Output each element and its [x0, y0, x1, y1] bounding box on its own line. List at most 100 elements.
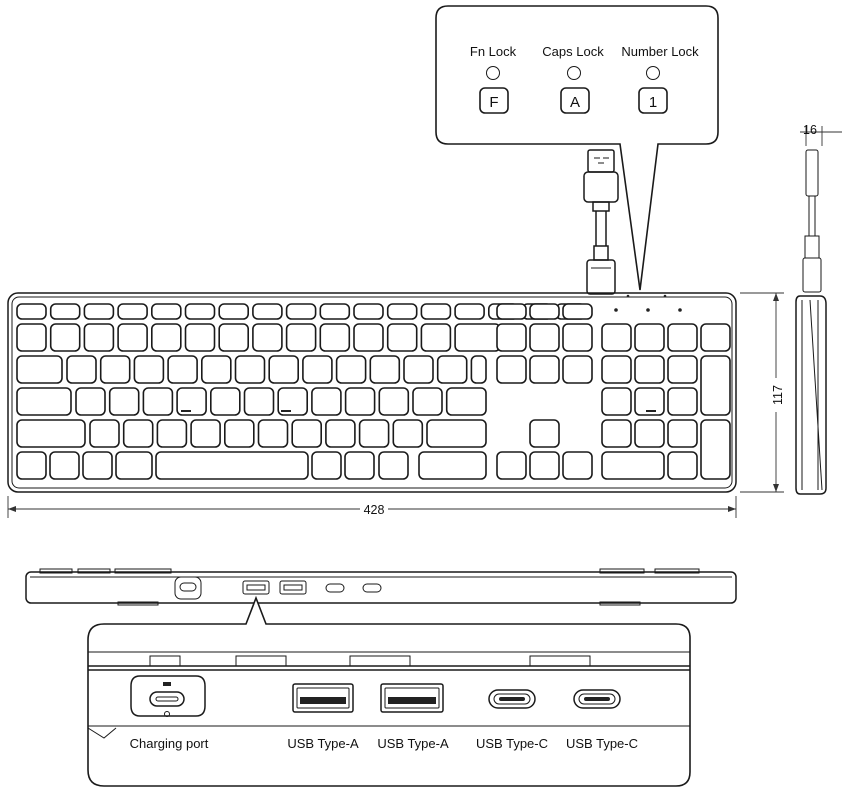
- caps-key-icon: [560, 87, 590, 114]
- keyboard-key: [529, 451, 560, 480]
- keyboard-key: [412, 387, 443, 416]
- keyboard-key: [426, 419, 487, 448]
- led-dot-icon: [678, 308, 682, 312]
- keyboard-key: [386, 303, 418, 320]
- height-label: 117: [771, 385, 785, 405]
- keyboard-key: [496, 451, 527, 480]
- keyboard-key: [496, 303, 527, 320]
- keyboard-key: [667, 451, 698, 480]
- keyboard-key: [115, 451, 153, 480]
- port-label: USB Type-A: [287, 736, 359, 751]
- keyboard-key: [311, 387, 342, 416]
- keyboard-key: [403, 355, 434, 384]
- port-label: USB Type-C: [476, 736, 548, 751]
- number-key-glyph: 1: [649, 94, 657, 111]
- keyboard-key: [529, 323, 560, 352]
- keyboard-key: [49, 451, 80, 480]
- keyboard-key: [218, 303, 249, 320]
- keyboard-key: [311, 451, 342, 480]
- keyboard-key: [601, 387, 632, 416]
- keyboard-key: [83, 323, 115, 352]
- keyboard-top-view: [7, 292, 737, 493]
- keyboard-key: [454, 303, 485, 320]
- keyboard-key: [291, 419, 323, 448]
- depth-label: 16: [803, 123, 817, 137]
- keyboard-key: [155, 451, 309, 480]
- usb-a-port-large-icon: [292, 683, 354, 713]
- keyboard-key: [16, 419, 86, 448]
- keyboard-key: [252, 323, 283, 352]
- keyboard-key: [184, 303, 216, 320]
- keyboard-key: [16, 355, 63, 384]
- keyboard-key: [99, 355, 131, 384]
- keyboard-key: [667, 419, 698, 448]
- keyboard-key: [436, 355, 468, 384]
- home-row-bump: [281, 410, 291, 412]
- keyboard-key: [122, 419, 154, 448]
- keyboard-key: [634, 355, 665, 384]
- keyboard-key: [420, 303, 452, 320]
- keyboard-key: [378, 387, 410, 416]
- keyboard-key: [277, 387, 309, 416]
- keyboard-key: [319, 323, 351, 352]
- keyboard-key: [224, 419, 255, 448]
- led-dot-icon: [614, 308, 618, 312]
- usb-a-port-large-icon: [380, 683, 444, 713]
- keyboard-key: [176, 387, 207, 416]
- number-lock-led-icon: [646, 66, 660, 80]
- keyboard-key: [378, 451, 409, 480]
- number-lock-label: Number Lock: [621, 44, 699, 59]
- keyboard-key: [667, 387, 698, 416]
- port-label: USB Type-C: [566, 736, 638, 751]
- home-row-bump: [181, 410, 191, 412]
- caps-lock-label: Caps Lock: [542, 44, 604, 59]
- keyboard-key: [358, 419, 390, 448]
- port-label: Charging port: [130, 736, 209, 751]
- keyboard-key: [562, 355, 593, 384]
- usb-a-port-icon: [279, 580, 307, 595]
- keyboard-key: [601, 419, 632, 448]
- keyboard-key: [562, 323, 593, 352]
- keyboard-key: [16, 451, 47, 480]
- keyboard-key: [700, 419, 731, 480]
- keyboard-key: [470, 355, 487, 384]
- keyboard-key: [108, 387, 140, 416]
- keyboard-key: [156, 419, 188, 448]
- keyboard-key: [445, 387, 487, 416]
- keyboard-front-view: [25, 568, 737, 606]
- keyboard-key: [151, 323, 182, 352]
- port-label: USB Type-A: [377, 736, 449, 751]
- charging-port-icon: [174, 576, 202, 600]
- home-row-bump: [646, 410, 656, 412]
- keyboard-key: [529, 303, 560, 320]
- keyboard-key: [302, 355, 333, 384]
- width-dimension: 428: [7, 496, 737, 518]
- keyboard-key: [184, 323, 216, 352]
- keyboard-key: [454, 323, 501, 352]
- keyboard-key: [418, 451, 487, 480]
- keyboard-key: [700, 355, 731, 416]
- keyboard-key: [496, 355, 527, 384]
- keyboard-key: [83, 303, 115, 320]
- keyboard-key: [386, 323, 418, 352]
- usb-c-port-large-icon: [488, 689, 536, 709]
- keyboard-key: [353, 303, 384, 320]
- keyboard-key: [562, 451, 593, 480]
- keyboard-key: [142, 387, 174, 416]
- fn-lock-led-icon: [486, 66, 500, 80]
- keyboard-key: [529, 355, 560, 384]
- keyboard-key: [353, 323, 384, 352]
- keyboard-key: [117, 323, 148, 352]
- keyboard-key: [218, 323, 249, 352]
- fn-lock-label: Fn Lock: [470, 44, 517, 59]
- number-key-icon: [638, 87, 668, 114]
- height-dimension: 117: [740, 292, 785, 493]
- keyboard-key: [634, 323, 665, 352]
- keyboard-key: [49, 303, 81, 320]
- keyboard-key: [252, 303, 283, 320]
- keyboard-key: [344, 451, 375, 480]
- keyboard-key: [601, 355, 632, 384]
- keyboard-key: [190, 419, 221, 448]
- keyboard-key: [243, 387, 275, 416]
- keyboard-key: [49, 323, 81, 352]
